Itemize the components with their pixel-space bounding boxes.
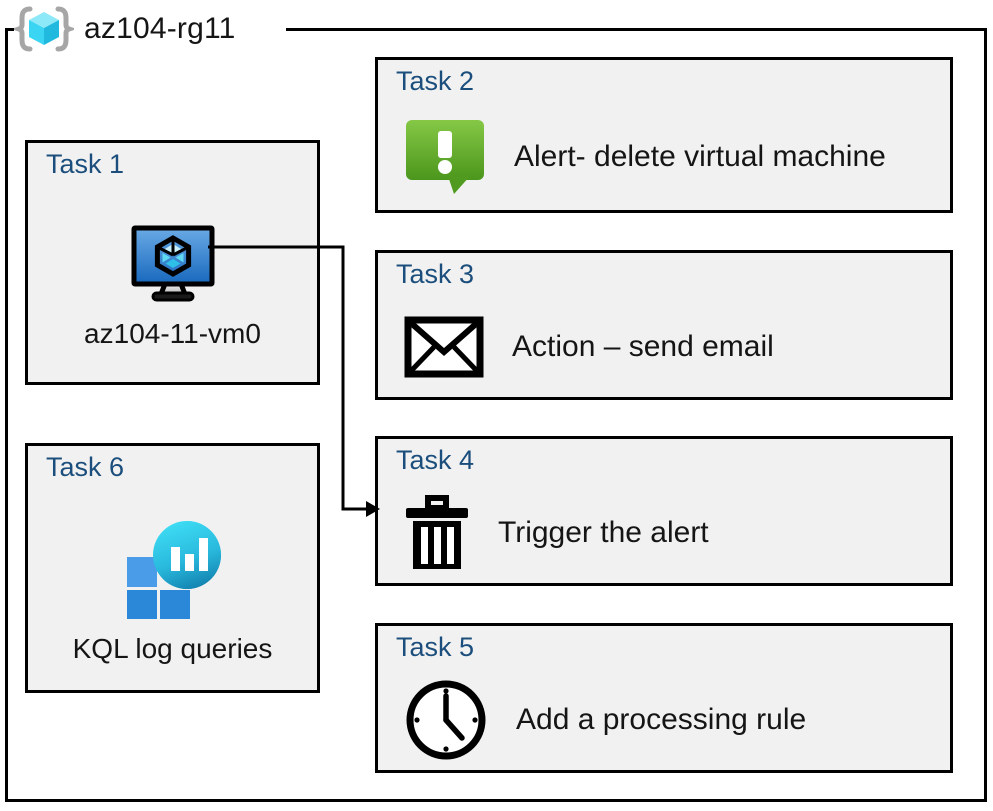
task2-card[interactable]: Task 2 Alert- delete virtual machin — [375, 57, 953, 213]
task3-card[interactable]: Task 3 Action – send email — [375, 250, 953, 400]
task3-label: Task 3 — [396, 259, 475, 289]
resource-group-header-mask — [14, 10, 286, 50]
resource-group-cube-icon — [14, 5, 74, 53]
virtual-machine-icon — [125, 224, 221, 304]
task5-caption: Add a processing rule — [516, 703, 807, 736]
task6-card[interactable]: Task 6 — [25, 443, 320, 693]
trash-delete-icon — [404, 494, 470, 572]
task2-caption: Alert- delete virtual machine — [514, 140, 886, 173]
email-envelope-icon — [404, 316, 484, 378]
task5-body: Add a processing rule — [404, 670, 940, 770]
task1-caption: az104-11-vm0 — [84, 317, 261, 349]
task4-label: Task 4 — [396, 445, 475, 475]
task4-body: Trigger the alert — [404, 483, 940, 583]
resource-group-title: az104-rg11 — [84, 12, 236, 45]
task1-body: az104-11-vm0 — [28, 191, 317, 382]
task5-card[interactable]: Task 5 Add a processing rule — [375, 623, 953, 773]
task1-label: Task 1 — [46, 149, 125, 179]
task1-card[interactable]: Task 1 — [25, 140, 320, 385]
task3-body: Action – send email — [404, 297, 940, 397]
task4-card[interactable]: Task 4 Trigger the alert — [375, 436, 953, 586]
task5-label: Task 5 — [396, 632, 475, 662]
log-analytics-icon — [119, 519, 227, 619]
resource-group-frame — [5, 28, 987, 802]
task6-caption: KQL log queries — [72, 633, 273, 664]
alert-exclamation-icon — [404, 118, 486, 196]
task6-body: KQL log queries — [28, 494, 317, 690]
task2-body: Alert- delete virtual machine — [404, 104, 940, 210]
task2-label: Task 2 — [396, 66, 475, 96]
task4-caption: Trigger the alert — [498, 516, 709, 549]
task6-label: Task 6 — [46, 452, 125, 482]
clock-icon — [404, 678, 488, 762]
resource-group-header: az104-rg11 — [14, 5, 236, 53]
task3-caption: Action – send email — [512, 330, 774, 363]
